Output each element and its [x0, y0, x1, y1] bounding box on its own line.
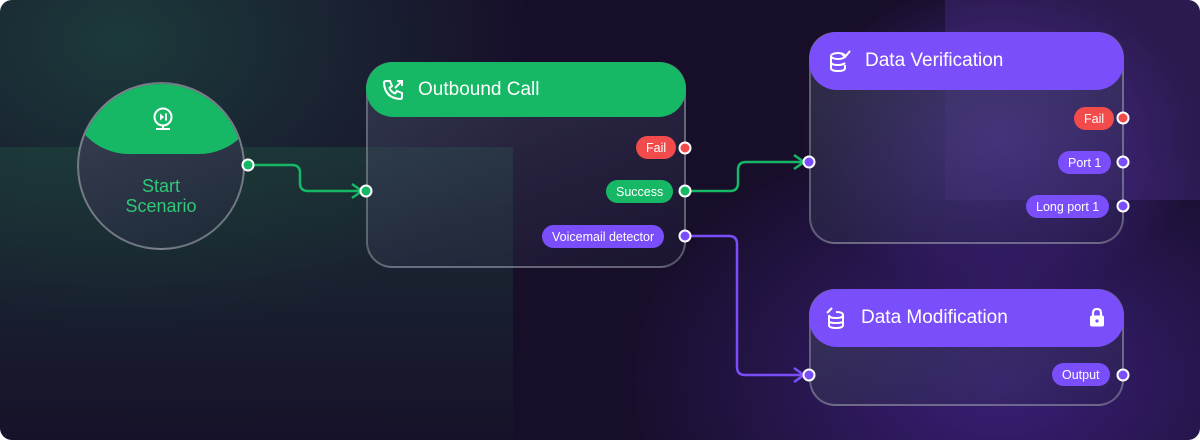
data-modification-node[interactable]: Data Modification [809, 289, 1124, 406]
port-label-long-port-1: Long port 1 [1026, 195, 1110, 218]
port-success[interactable] [678, 184, 692, 198]
start-label: Scenario [125, 196, 197, 216]
port-label-success: Success [606, 180, 674, 203]
port-voicemail[interactable] [678, 229, 692, 243]
port-port-1[interactable] [1116, 155, 1130, 169]
port-label-output: Output [1052, 363, 1110, 386]
data-modification-input-port[interactable] [802, 368, 816, 382]
outbound-call-input-port[interactable] [359, 184, 373, 198]
connector-success-to-verification [688, 160, 806, 193]
database-edit-icon [826, 307, 845, 330]
outbound-call-node[interactable]: Outbound Call [366, 62, 686, 268]
port-label-fail: Fail [1074, 107, 1115, 130]
database-check-icon [830, 50, 851, 73]
node-title: Data Modification [861, 307, 1008, 328]
port-fail[interactable] [1116, 111, 1130, 125]
port-output[interactable] [1116, 368, 1130, 382]
port-label-voicemail: Voicemail detector [542, 225, 665, 248]
port-long-port-1[interactable] [1116, 199, 1130, 213]
connector-start-to-call [248, 163, 364, 193]
start-label: Start [141, 176, 180, 196]
node-title: Outbound Call [418, 78, 540, 100]
phone-outgoing-icon [382, 79, 403, 100]
port-label-port-1: Port 1 [1058, 151, 1112, 174]
start-output-port[interactable] [241, 158, 255, 172]
data-verification-input-port[interactable] [802, 155, 816, 169]
port-label-fail: Fail [636, 136, 677, 159]
port-fail[interactable] [678, 141, 692, 155]
outbound-call-header: Outbound Call [366, 62, 686, 117]
lock-icon [1090, 307, 1104, 327]
data-modification-header: Data Modification [809, 289, 1124, 347]
node-title: Data Verification [865, 50, 1004, 71]
connector-voicemail-to-modification [688, 234, 806, 377]
data-verification-header: Data Verification [809, 32, 1124, 90]
play-monitor-icon [153, 107, 173, 130]
